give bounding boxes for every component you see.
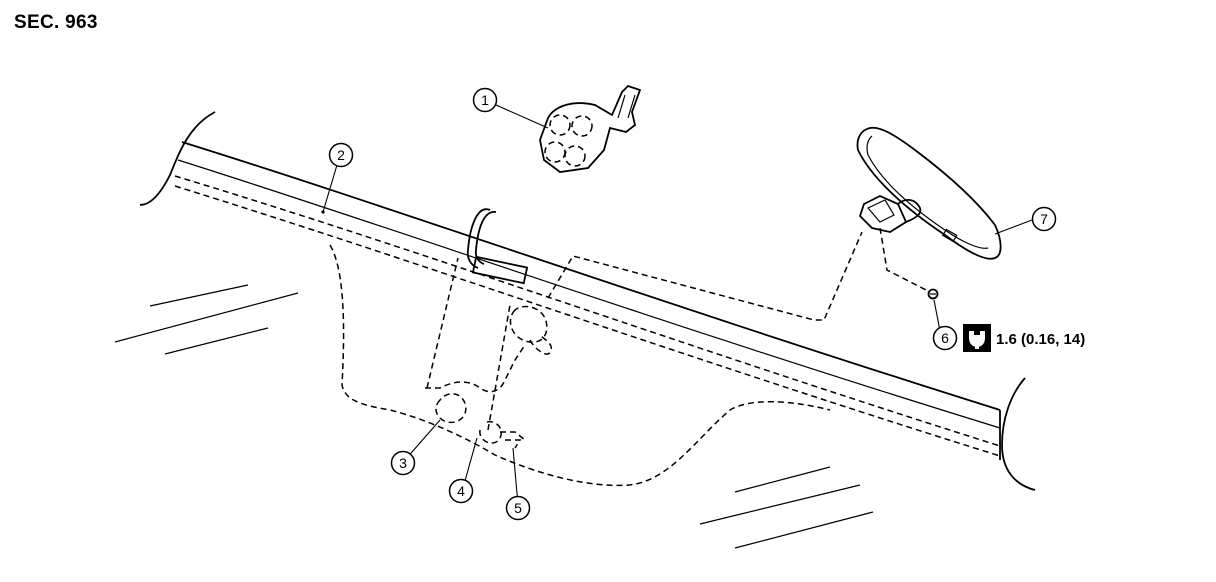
callout-6: 6 [932, 325, 958, 351]
svg-text:6: 6 [941, 330, 949, 346]
glass-reflection-lines [114, 284, 874, 549]
svg-text:1: 1 [481, 92, 489, 108]
part-1-sensor-bracket [539, 84, 642, 173]
callout-1: 1 [472, 87, 498, 113]
callout-7: 7 [1031, 206, 1057, 232]
callout-5: 5 [505, 495, 531, 521]
harness-cable [466, 208, 529, 285]
svg-text:2: 2 [337, 147, 345, 163]
part-6-screw [927, 288, 939, 300]
svg-text:5: 5 [514, 500, 522, 516]
torque-spec: 1.6 (0.16, 14) [963, 324, 1085, 352]
callout-2: 2 [328, 142, 354, 168]
torque-wrench-icon [963, 324, 991, 352]
svg-text:7: 7 [1040, 211, 1048, 227]
svg-text:3: 3 [399, 455, 407, 471]
windshield-outline [139, 111, 1036, 491]
callout-4: 4 [448, 478, 474, 504]
torque-value: 1.6 (0.16, 14) [996, 331, 1085, 348]
callout-3: 3 [390, 450, 416, 476]
section-label: SEC. 963 [14, 12, 98, 33]
svg-text:4: 4 [457, 483, 465, 499]
part-7-rearview-mirror [856, 126, 1002, 260]
assembly-dash-lines [426, 227, 931, 431]
lower-harness-connectors [425, 305, 552, 449]
